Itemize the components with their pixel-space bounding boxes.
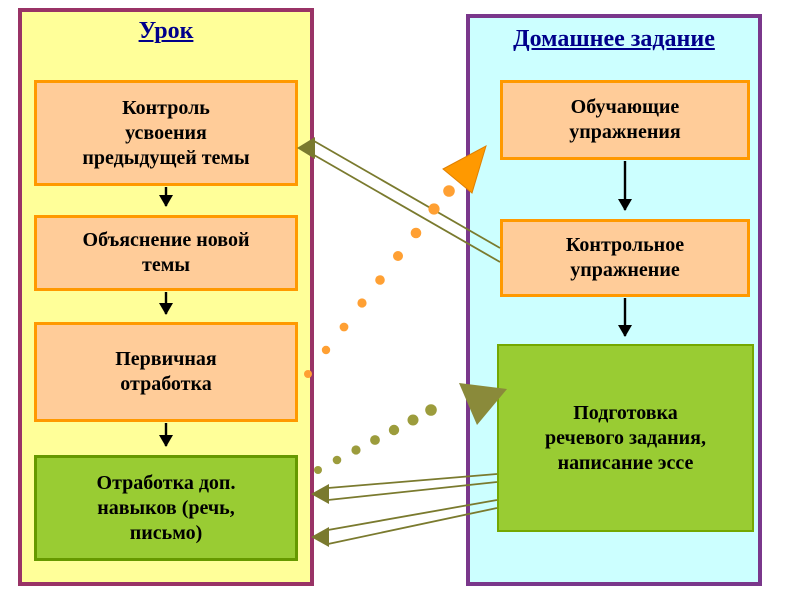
- orange-dotted-arrow: [304, 185, 455, 378]
- homework-title: Домашнее задание: [513, 26, 715, 52]
- olive-dotted-arrow: [314, 404, 437, 474]
- homework-box-training-exercises: Обучающие упражнения: [500, 80, 750, 160]
- lesson-title: Урок: [138, 18, 194, 44]
- lesson-box-extra-skills: Отработка доп. навыков (речь, письмо): [34, 455, 298, 561]
- lesson-box-initial-practice: Первичная отработка: [34, 322, 298, 422]
- homework-box-control-exercise: Контрольное упражнение: [500, 219, 750, 297]
- homework-box-speech-task-essay: Подготовка речевого задания, написание э…: [497, 344, 754, 532]
- lesson-box-explain-new-topic: Объяснение новой темы: [34, 215, 298, 291]
- lesson-box-control-previous-topic: Контроль усвоения предыдущей темы: [34, 80, 298, 186]
